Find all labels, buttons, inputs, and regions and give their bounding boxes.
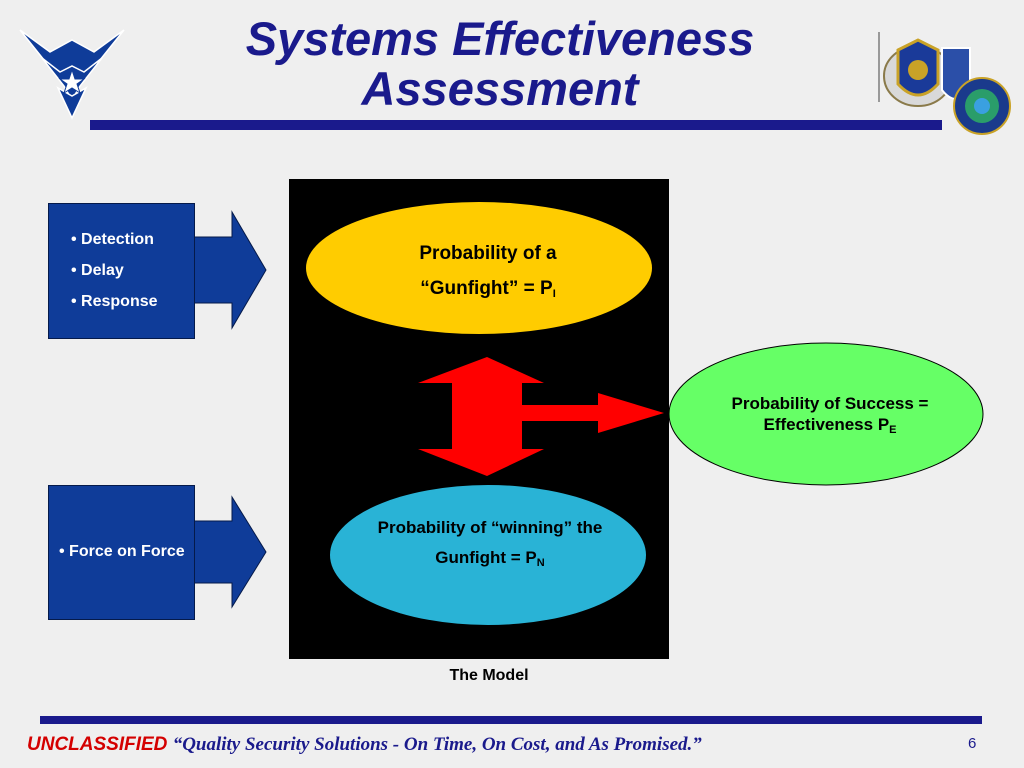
list-item: • Response (71, 293, 158, 310)
title-divider (90, 120, 942, 130)
force-on-force-box: • Force on Force (48, 485, 195, 620)
force-list: • Force on Force (59, 543, 185, 574)
footer-divider (40, 716, 982, 724)
gunfight-text: Probability of a “Gunfight” = PI (333, 242, 643, 317)
success-line-2: Effectiveness PE (763, 415, 897, 436)
list-item: • Detection (71, 231, 154, 248)
command-emblem-logo (878, 32, 1011, 135)
gunfight-line-1: Probability of a (419, 243, 557, 264)
gunfight-ellipse (306, 202, 652, 334)
page-number: 6 (968, 735, 977, 752)
gunfight-line-2: “Gunfight” = PI (420, 278, 556, 300)
winning-text: Probability of “winning” the Gunfight = … (345, 517, 635, 582)
winning-line-1: Probability of “winning” the (377, 518, 603, 537)
detection-list: • Detection • Delay • Response (71, 231, 158, 324)
success-ellipse (668, 342, 984, 486)
left-arrow-force (192, 495, 267, 609)
air-force-wings-logo (19, 29, 125, 120)
title-line-2: Assessment (361, 62, 639, 115)
page-title: Systems Effectiveness Assessment (150, 14, 850, 114)
winning-ellipse (330, 485, 646, 625)
success-text: Probability of Success = Effectiveness P… (685, 393, 975, 441)
list-item: • Delay (71, 262, 124, 279)
success-line-1: Probability of Success = (731, 394, 929, 413)
classification-marking: UNCLASSIFIED (27, 734, 168, 755)
winning-line-2: Gunfight = PN (435, 548, 545, 569)
title-line-1: Systems Effectiveness (245, 12, 755, 65)
detection-box: • Detection • Delay • Response (48, 203, 195, 339)
footer: UNCLASSIFIED “Quality Security Solutions… (27, 734, 702, 756)
model-label: The Model (449, 667, 529, 684)
red-double-arrow (418, 357, 664, 476)
footer-slogan: “Quality Security Solutions - On Time, O… (172, 734, 702, 755)
left-arrow-detection (192, 210, 267, 330)
list-item: • Force on Force (59, 543, 185, 560)
